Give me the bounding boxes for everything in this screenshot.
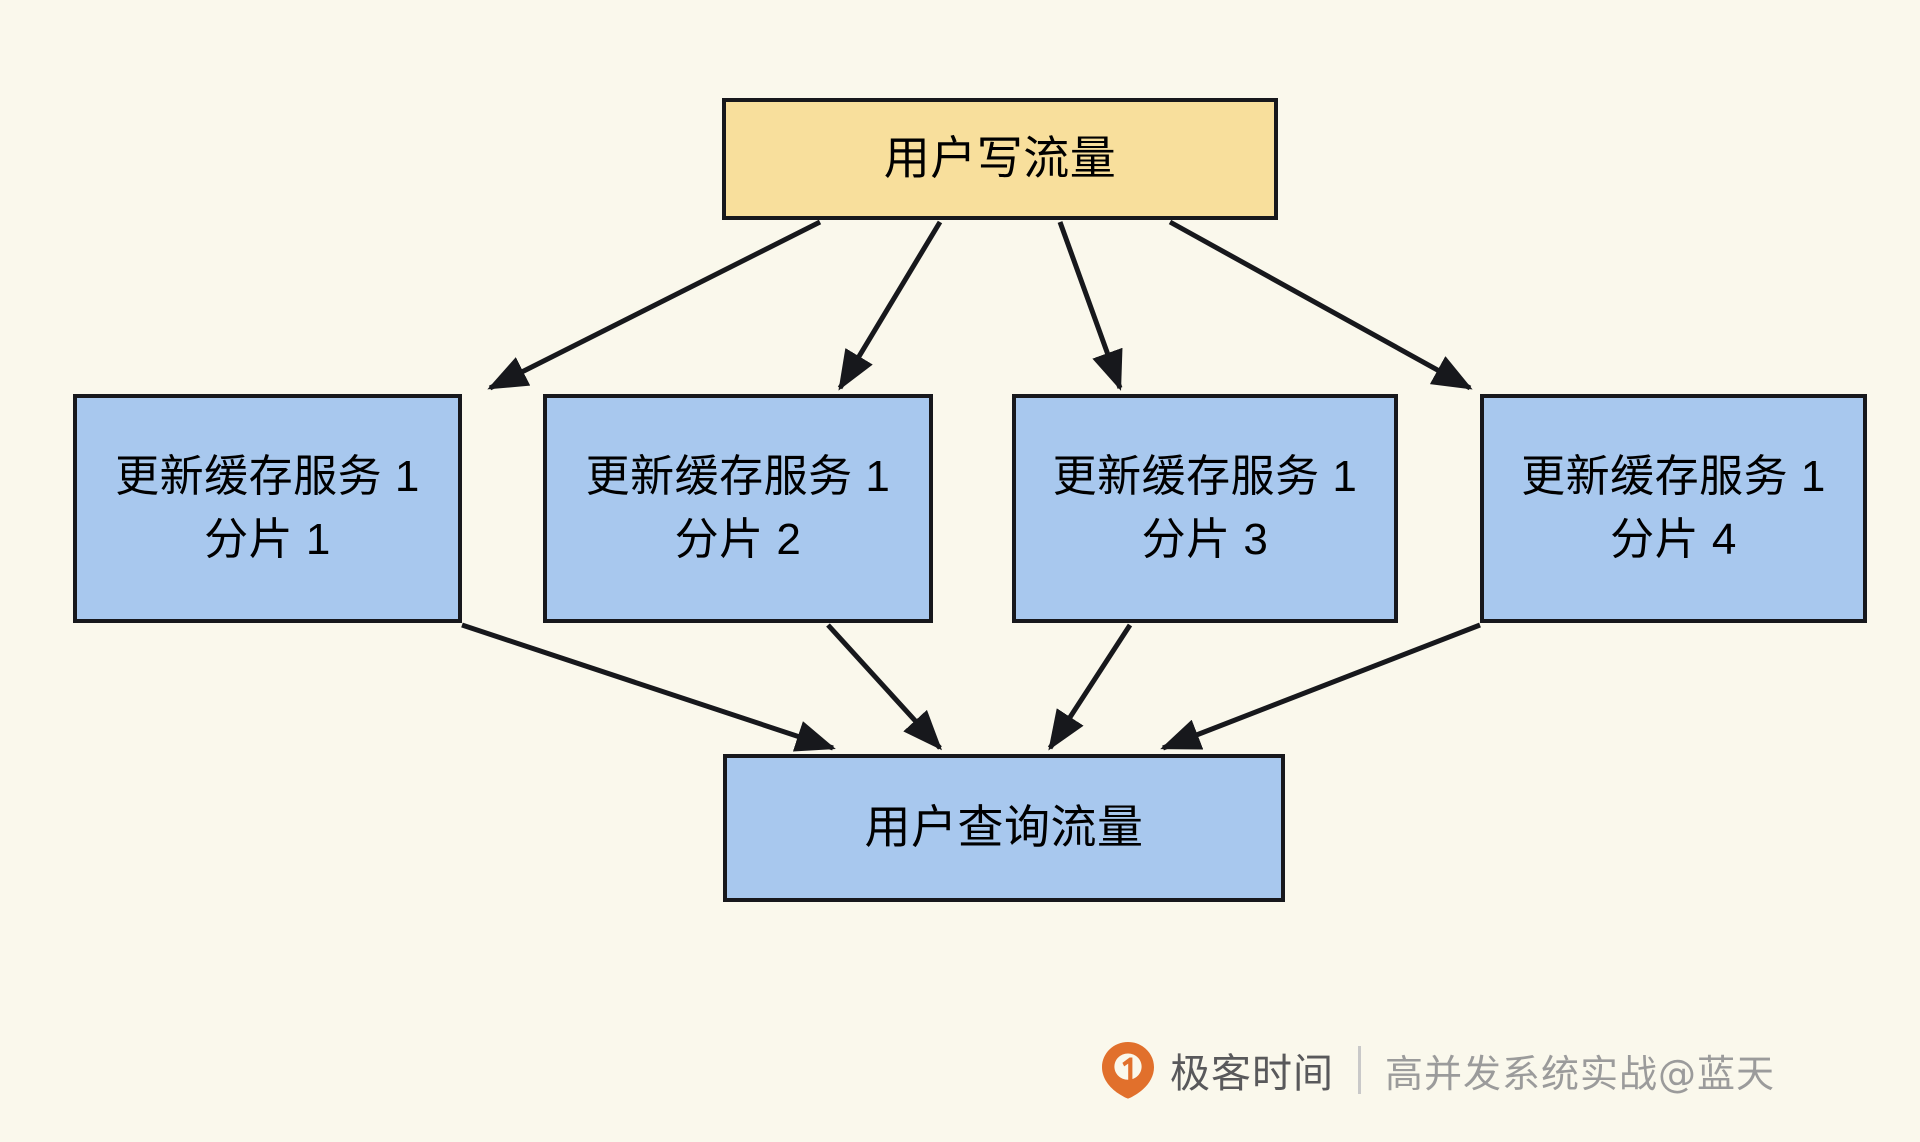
node-cache-update-service-shard-1[interactable]: 更新缓存服务 1 分片 1 <box>73 394 462 623</box>
edge-shard-3-to-sink <box>1047 623 1133 751</box>
watermark-course: 高并发系统实战@蓝天 <box>1385 1051 1776 1096</box>
edge-shard-1-to-sink <box>461 622 836 752</box>
node-cache-update-service-shard-3[interactable]: 更新缓存服务 1 分片 3 <box>1012 394 1398 623</box>
edge-shard-4-to-sink <box>1160 622 1481 751</box>
watermark-divider <box>1358 1046 1361 1094</box>
edge-source-to-shard-4 <box>1168 219 1473 391</box>
node-write-traffic[interactable]: 用户写流量 <box>722 98 1278 220</box>
edge-source-to-shard-2 <box>837 220 943 391</box>
edge-shard-2-to-sink <box>826 623 943 751</box>
node-cache-update-service-shard-4[interactable]: 更新缓存服务 1 分片 4 <box>1480 394 1867 623</box>
watermark: 极客时间 高并发系统实战@蓝天 <box>1100 1030 1775 1110</box>
node-query-traffic[interactable]: 用户查询流量 <box>723 754 1285 902</box>
edge-source-to-shard-3 <box>1057 221 1123 391</box>
node-cache-update-service-shard-2[interactable]: 更新缓存服务 1 分片 2 <box>543 394 933 623</box>
watermark-brand: 极客时间 <box>1170 1051 1334 1097</box>
geekbang-logo-icon <box>1102 1042 1154 1099</box>
edge-source-to-shard-1 <box>487 219 822 391</box>
